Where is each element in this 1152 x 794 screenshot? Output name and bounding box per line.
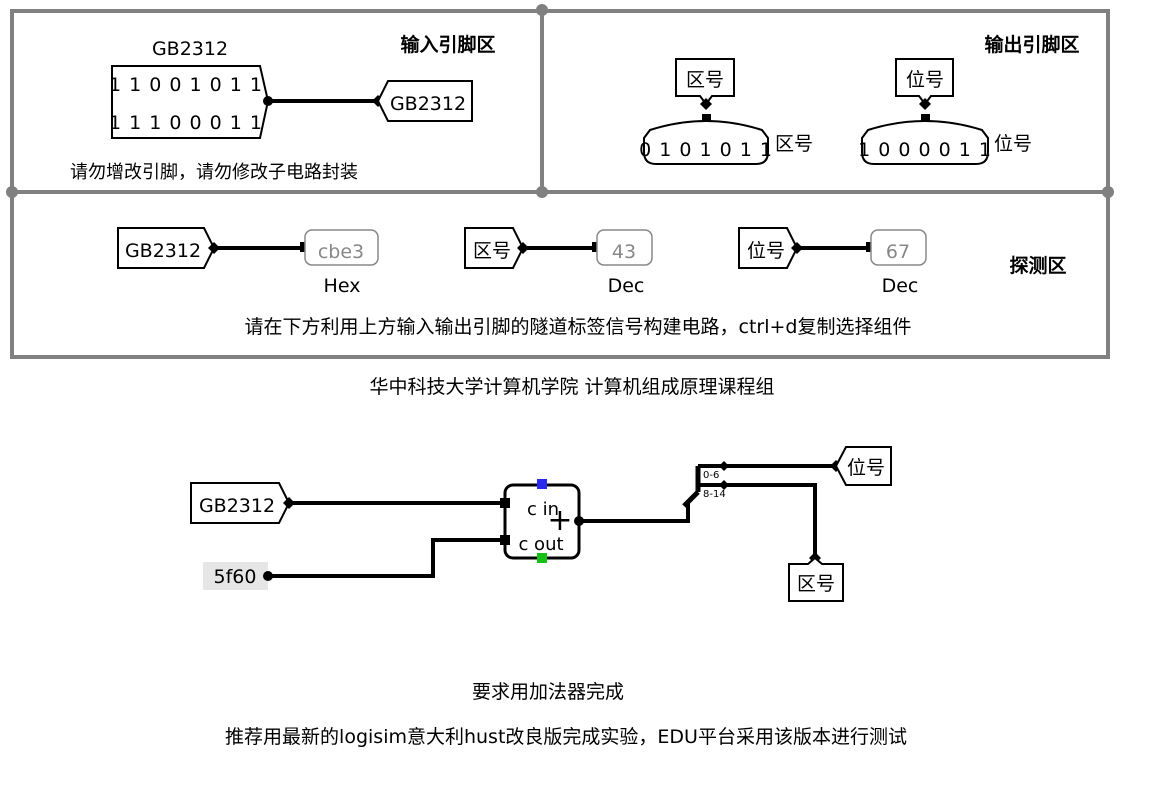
frame-joint xyxy=(536,186,548,198)
probe-area: 探测区 GB2312 cbe3 Hex 区号 43 Dec 位号 xyxy=(117,227,1067,338)
tunnel-label: 位号 xyxy=(747,240,785,262)
tunnel-label: GB2312 xyxy=(125,240,201,262)
frame-joint xyxy=(536,4,548,16)
probe-dec-pos[interactable]: 67 xyxy=(870,229,927,266)
wire[interactable] xyxy=(268,538,506,578)
input-pin-gb2312[interactable]: 1 1 0 0 1 0 1 1 1 1 1 0 0 0 1 1 xyxy=(109,65,270,139)
tunnel-label: 位号 xyxy=(847,457,885,479)
tunnel-zone-output[interactable]: 区号 xyxy=(675,58,735,106)
adder-input-b[interactable] xyxy=(500,535,510,545)
input-bits-row1: 1 1 0 0 1 0 1 1 xyxy=(109,74,263,96)
output-bits: 0 1 0 1 0 1 1 xyxy=(639,139,773,161)
pin-port xyxy=(702,114,711,123)
outer-frame xyxy=(10,9,1110,359)
input-pin-area: 输入引脚区 GB2312 1 1 0 0 1 0 1 1 1 1 1 0 0 0… xyxy=(70,33,496,183)
output-area-title: 输出引脚区 xyxy=(984,33,1079,56)
probe-value: cbe3 xyxy=(318,241,364,263)
probe-value: 43 xyxy=(612,241,636,263)
constant-value: 5f60 xyxy=(214,566,257,588)
course-credit: 华中科技大学计算机学院 计算机组成原理课程组 xyxy=(369,376,774,398)
probe-tunnel-pos[interactable]: 位号 xyxy=(738,227,799,269)
splitter-label-top: 0-6 xyxy=(703,470,719,481)
input-area-title: 输入引脚区 xyxy=(400,33,495,56)
tunnel-label: GB2312 xyxy=(199,495,275,517)
probe-tunnel-zone[interactable]: 区号 xyxy=(464,227,525,269)
tunnel-label: GB2312 xyxy=(390,93,466,115)
constant-5f60[interactable]: 5f60 xyxy=(203,562,268,590)
carry-in-port[interactable] xyxy=(537,479,547,489)
probe-tunnel-gb2312[interactable]: GB2312 xyxy=(117,227,216,269)
probe-value: 67 xyxy=(886,241,910,263)
input-bits-row2: 1 1 1 0 0 0 1 1 xyxy=(109,112,263,134)
tunnel-label: 区号 xyxy=(686,69,724,91)
probe-instruction: 请在下方利用上方输入输出引脚的隧道标签信号构建电路，ctrl+d复制选择组件 xyxy=(245,316,912,338)
tunnel-label: 区号 xyxy=(473,240,511,262)
input-pin-label: GB2312 xyxy=(152,38,228,60)
probe-radix: Dec xyxy=(608,275,645,297)
output-pin-zone[interactable]: 0 1 0 1 0 1 1 xyxy=(639,120,773,165)
adder-cout-label: c out xyxy=(518,534,563,555)
splitter[interactable]: 0-6 8-14 xyxy=(682,461,729,508)
tunnel-gb2312-input[interactable]: GB2312 xyxy=(376,80,473,122)
pin-area-frame xyxy=(6,4,1114,359)
adder-plus-symbol: + xyxy=(547,503,572,538)
input-area-note: 请勿增改引脚，请勿修改子电路封装 xyxy=(70,162,358,183)
output-pin-pos[interactable]: 1 0 0 0 0 1 1 xyxy=(858,120,992,165)
frame-joint xyxy=(1102,186,1114,198)
tunnel-connector xyxy=(919,98,931,110)
wire-endpoint xyxy=(263,96,273,106)
adder-input-a[interactable] xyxy=(500,498,510,508)
recommendation-note: 推荐用最新的logisim意大利hust改良版完成实验，EDU平台采用该版本进行… xyxy=(225,726,907,748)
tunnel-connector xyxy=(700,98,712,110)
pin-port xyxy=(921,114,930,123)
adder-cin-label: c in xyxy=(527,499,559,520)
probe-area-title: 探测区 xyxy=(1009,255,1066,277)
adder[interactable]: c in c out + xyxy=(500,479,584,563)
solution-circuit: GB2312 5f60 c in c out + 0-6 xyxy=(190,446,892,602)
output-pin-label: 位号 xyxy=(994,133,1032,155)
circuit-tunnel-gb2312[interactable]: GB2312 xyxy=(190,482,291,524)
wire[interactable] xyxy=(724,483,817,558)
carry-out-port[interactable] xyxy=(537,553,547,563)
output-pin-area: 输出引脚区 区号 0 1 0 1 0 1 1 区号 位号 1 0 0 0 0 1… xyxy=(639,33,1080,165)
splitter-label-bottom: 8-14 xyxy=(703,489,726,500)
probe-dec-zone[interactable]: 43 xyxy=(596,229,653,266)
probe-radix: Dec xyxy=(882,275,919,297)
probe-radix: Hex xyxy=(324,275,361,297)
output-pin-label: 区号 xyxy=(775,133,813,155)
output-bits: 1 0 0 0 0 1 1 xyxy=(858,139,992,161)
tunnel-label: 位号 xyxy=(906,69,944,91)
frame-joint xyxy=(6,186,18,198)
circuit-tunnel-pos[interactable]: 位号 xyxy=(834,446,892,486)
tunnel-pos-output[interactable]: 位号 xyxy=(895,58,954,106)
wire[interactable] xyxy=(579,502,690,523)
requirement-note: 要求用加法器完成 xyxy=(472,681,624,703)
circuit-tunnel-zone[interactable]: 区号 xyxy=(788,556,844,602)
probe-hex[interactable]: cbe3 xyxy=(304,229,379,266)
tunnel-label: 区号 xyxy=(797,573,835,595)
